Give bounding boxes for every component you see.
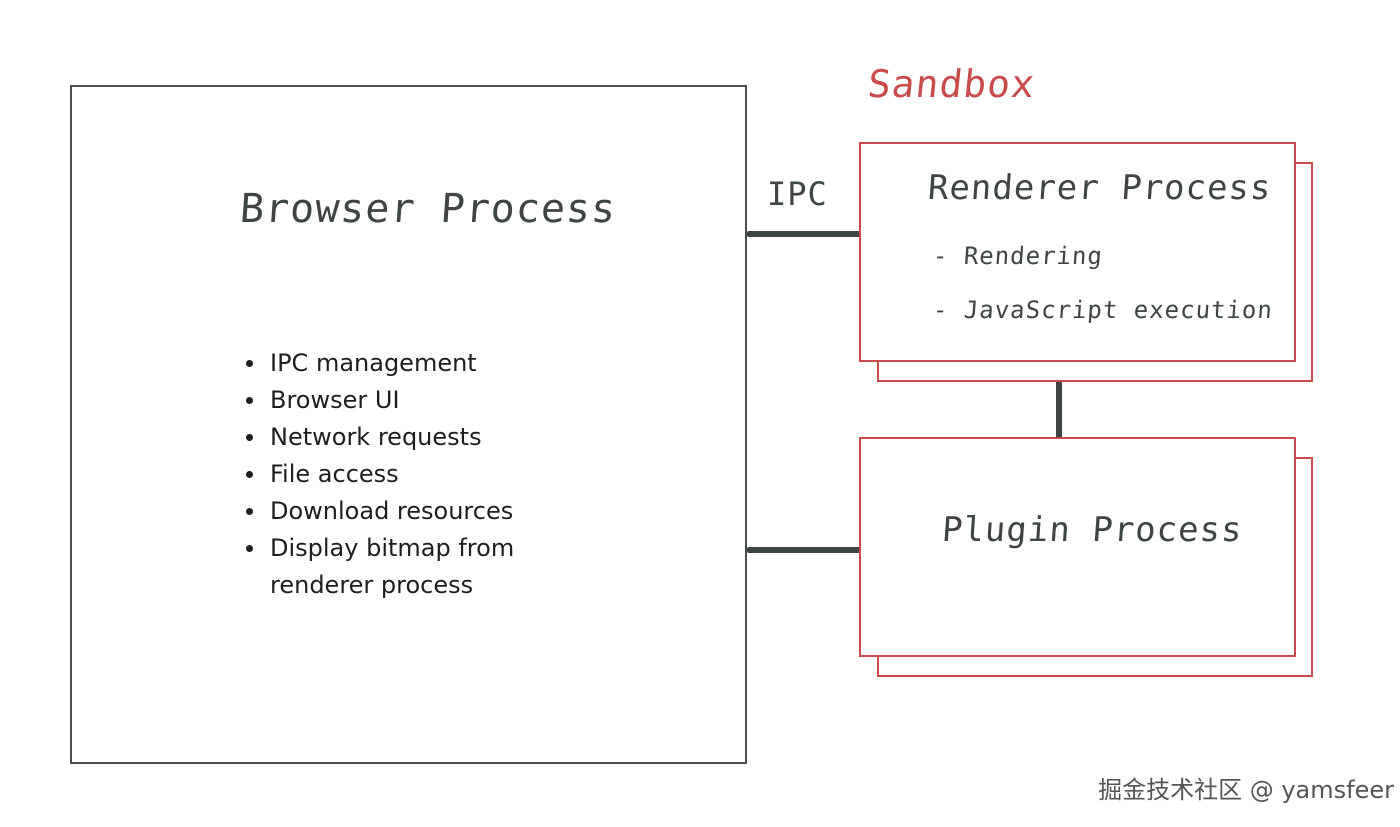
- bullet-item: Display bitmap from renderer process: [243, 530, 514, 604]
- plugin-process-title: Plugin Process: [940, 510, 1244, 550]
- renderer-plugin-connector: [1056, 360, 1062, 439]
- renderer-item-rendering: - Rendering: [932, 242, 1104, 270]
- bullet-item: Browser UI: [243, 382, 514, 419]
- bullet-item-line-1: Display bitmap from: [270, 534, 515, 562]
- bullet-item-line-2: renderer process: [270, 571, 474, 599]
- ipc-connector-plugin: [747, 547, 861, 553]
- sandbox-label: Sandbox: [865, 62, 1038, 106]
- ipc-connector-renderer: [747, 231, 861, 237]
- renderer-process-title: Renderer Process: [926, 168, 1273, 208]
- bullet-item: Download resources: [243, 493, 514, 530]
- plugin-process-box: [859, 437, 1296, 657]
- browser-process-title: Browser Process: [238, 186, 618, 232]
- ipc-label: IPC: [767, 175, 828, 213]
- bullet-item: IPC management: [243, 345, 514, 382]
- renderer-item-javascript: - JavaScript execution: [932, 296, 1274, 324]
- renderer-process-box: [859, 142, 1296, 362]
- bullet-item: File access: [243, 456, 514, 493]
- bullet-item: Network requests: [243, 419, 514, 456]
- browser-process-responsibilities: IPC management Browser UI Network reques…: [243, 345, 514, 604]
- watermark: 掘金技术社区 @ yamsfeer: [1098, 776, 1394, 804]
- browser-process-box: [70, 85, 747, 764]
